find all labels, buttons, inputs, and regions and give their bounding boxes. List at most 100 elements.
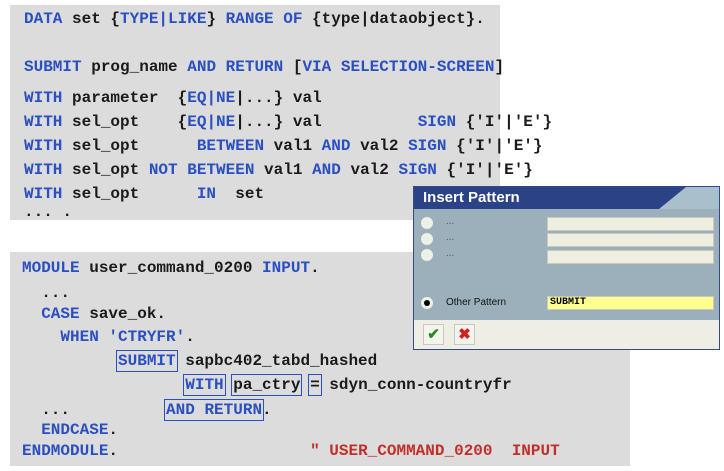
code-text: |...} val (235, 89, 322, 107)
keyword: AND (312, 161, 341, 179)
code-text: sel_opt { (62, 113, 188, 131)
code-text: ... (22, 401, 167, 419)
option-radio-3[interactable] (421, 249, 433, 261)
code-text: pa_ctry (231, 374, 303, 396)
code-text: prog_name (81, 58, 188, 76)
code-text: } (206, 10, 226, 28)
other-pattern-label: Other Pattern (446, 297, 507, 308)
code-text: set (216, 185, 265, 203)
other-pattern-input[interactable]: SUBMIT (547, 296, 714, 310)
keyword: VIA SELECTION-SCREEN (302, 58, 495, 76)
code-text: . (185, 328, 195, 346)
code-line: WITH sel_opt IN set (24, 184, 264, 204)
keyword: SUBMIT (24, 58, 82, 76)
cancel-x-icon[interactable]: ✖ (454, 324, 475, 345)
code-line: ... (22, 283, 70, 303)
keyword: WITH (24, 137, 63, 155)
code-text: sapbc402_tabd_hashed (175, 352, 378, 370)
option-label-1: ... (446, 216, 455, 227)
code-text: save_ok. (79, 305, 167, 323)
title-decoration (659, 187, 719, 209)
code-text: . (262, 401, 272, 419)
code-text: sdyn_conn-countryfr (319, 376, 512, 394)
code-line: MODULE user_command_0200 INPUT. (22, 258, 320, 278)
keyword: IN (196, 185, 217, 203)
code-line: SUBMIT sapbc402_tabd_hashed (22, 350, 378, 372)
code-text: . (108, 442, 311, 460)
code-line: ENDCASE. (22, 420, 118, 440)
code-text: parameter { (62, 89, 188, 107)
dialog-title: Insert Pattern (423, 189, 520, 206)
keyword: ENDCASE (41, 421, 109, 439)
code-text: user_command_0200 (79, 259, 263, 277)
code-line: WITH pa_ctry = sdyn_conn-countryfr (22, 374, 512, 396)
keyword: SIGN (408, 137, 447, 155)
code-line: ENDMODULE. " USER_COMMAND_0200 INPUT (22, 441, 560, 461)
code-text (99, 328, 109, 346)
code-text: = (308, 374, 322, 396)
option-label-2: ... (446, 232, 455, 243)
ok-check-icon[interactable]: ✔ (423, 324, 444, 345)
insert-pattern-dialog: Insert Pattern ... ... ... Other Pattern… (413, 186, 720, 350)
dialog-title-bar: Insert Pattern (414, 187, 719, 209)
keyword: AND RETURN (164, 399, 265, 421)
keyword: NOT BETWEEN (148, 161, 255, 179)
comment: " USER_COMMAND_0200 INPUT (310, 442, 560, 460)
option-field-2[interactable] (547, 233, 714, 247)
keyword: WITH (24, 113, 63, 131)
code-text: |...} val (235, 113, 418, 131)
code-text (22, 328, 60, 346)
keyword: RANGE OF (225, 10, 303, 28)
code-line: WITH sel_opt BETWEEN val1 AND val2 SIGN … (24, 136, 543, 156)
code-line: ... . (24, 202, 72, 222)
code-line: DATA set {TYPE|LIKE} RANGE OF {type|data… (24, 9, 485, 29)
code-text: val2 (340, 161, 399, 179)
code-text (22, 376, 185, 394)
code-text: set { (62, 10, 121, 28)
option-field-3[interactable] (547, 250, 714, 264)
syntax-panel (10, 5, 500, 220)
keyword: SIGN (398, 161, 437, 179)
keyword: AND (321, 137, 351, 155)
code-line: SUBMIT prog_name AND RETURN [VIA SELECTI… (24, 57, 504, 77)
other-pattern-radio[interactable] (421, 297, 433, 309)
code-text: sel_opt (62, 161, 149, 179)
code-text: {type|dataobject}. (302, 10, 485, 28)
code-text: ] (494, 58, 505, 76)
code-line: ... AND RETURN. (22, 399, 272, 421)
keyword: WITH (24, 185, 63, 203)
keyword: WHEN (60, 328, 99, 346)
code-text (22, 305, 41, 323)
code-line: WHEN 'CTRYFR'. (22, 327, 195, 347)
code-text: . (310, 259, 320, 277)
keyword: EQ|NE (187, 89, 236, 107)
option-field-1[interactable] (547, 217, 714, 231)
keyword: BETWEEN (196, 137, 265, 155)
keyword: WITH (24, 161, 63, 179)
keyword: SUBMIT (116, 350, 178, 372)
code-text: {'I'|'E'} (436, 161, 533, 179)
code-text (22, 421, 41, 439)
code-text: sel_opt (62, 137, 197, 155)
keyword: TYPE|LIKE (120, 10, 207, 28)
code-text: sel_opt (62, 185, 197, 203)
code-line: WITH sel_opt NOT BETWEEN val1 AND val2 S… (24, 160, 533, 180)
option-radio-1[interactable] (421, 217, 433, 229)
code-text: val1 (254, 161, 313, 179)
keyword: AND RETURN (187, 58, 284, 76)
code-text: {'I'|'E'} (456, 113, 553, 131)
code-text: . (108, 421, 119, 439)
keyword: 'CTRYFR' (108, 328, 186, 346)
code-text: val2 (350, 137, 409, 155)
keyword: CASE (41, 305, 80, 323)
code-text (300, 376, 310, 394)
keyword: SIGN (417, 113, 457, 131)
option-radio-2[interactable] (421, 233, 433, 245)
code-text (224, 376, 234, 394)
code-text: {'I'|'E'} (446, 137, 543, 155)
keyword: DATA (24, 10, 63, 28)
keyword: INPUT (262, 259, 311, 277)
option-label-3: ... (446, 248, 455, 259)
code-text: ... (22, 284, 71, 302)
dialog-toolbar: ✔ ✖ (414, 320, 719, 349)
